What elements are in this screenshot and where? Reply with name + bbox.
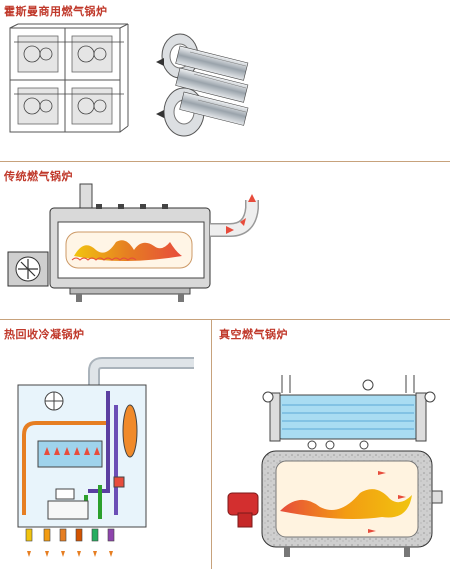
divider [0,319,450,320]
section-title-heat-exchanger: 霍斯曼商用燃气锅炉 [4,5,108,18]
traditional-boiler-diagram [0,182,280,307]
section-title-traditional: 传统燃气锅炉 [4,170,73,183]
heat-exchanger-cutaway-illustration [150,22,260,150]
divider-vertical [211,319,212,569]
section-title-condensing: 热回收冷凝锅炉 [4,328,85,341]
condensing-boiler-diagram [4,345,209,567]
divider [0,161,450,162]
vacuum-boiler-diagram [218,375,448,565]
section-title-vacuum: 真空燃气锅炉 [219,328,288,341]
modular-boiler-rack-illustration [4,22,134,140]
